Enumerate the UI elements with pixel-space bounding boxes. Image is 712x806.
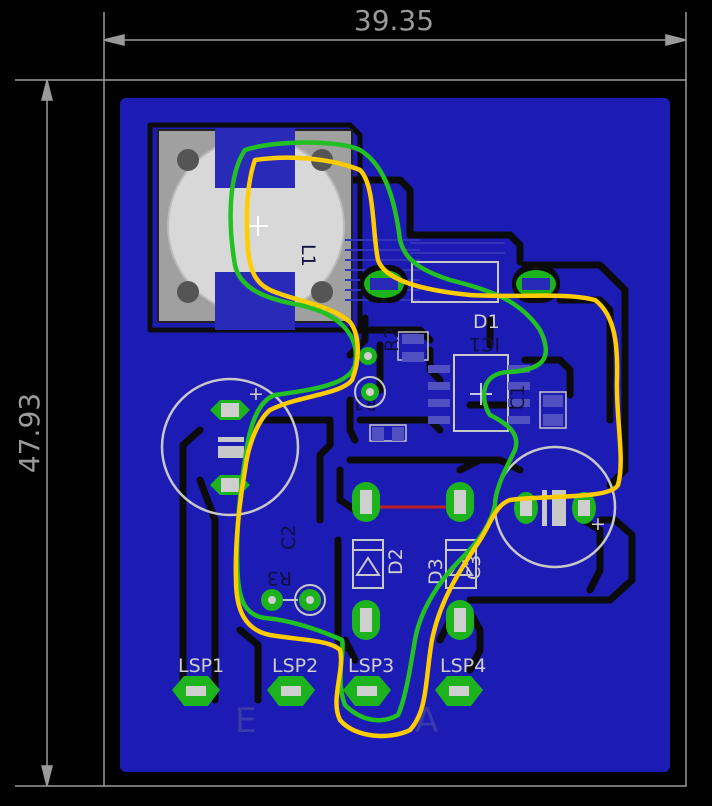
- label-d2: D2: [385, 548, 407, 575]
- label-r3: R3: [267, 567, 292, 589]
- via-near-r1: [354, 347, 386, 408]
- label-lsp1: LSP1: [178, 655, 224, 677]
- label-lsp3: LSP3: [348, 655, 394, 677]
- diode-d2: [352, 482, 384, 640]
- hatched-region: [345, 239, 505, 301]
- label-c2-plus: +: [248, 383, 264, 405]
- label-c3-plus: +: [590, 513, 606, 535]
- capacitor-c1: [539, 391, 567, 429]
- resistor-r2: [397, 331, 429, 362]
- label-c2: C2: [278, 525, 300, 550]
- board-outline: [103, 79, 687, 787]
- label-l1: L1: [297, 244, 319, 267]
- width-dimension-label: 39.35: [354, 4, 434, 37]
- yellow-outline: [233, 155, 623, 739]
- green-outline: [228, 140, 549, 723]
- height-dimension: [15, 79, 104, 787]
- width-dimension: [103, 12, 687, 80]
- label-lsp4: LSP4: [440, 655, 486, 677]
- resistor-r3: [261, 584, 326, 616]
- label-lsp2: LSP2: [272, 655, 318, 677]
- pad-lsp3: [343, 676, 391, 706]
- label-d1: D1: [473, 311, 500, 333]
- label-c1: C1: [507, 385, 529, 410]
- letter-e: E: [235, 701, 256, 741]
- label-ic1: IC1: [469, 333, 500, 355]
- pad-lsp4: [435, 676, 483, 706]
- height-dimension-label: 47.93: [13, 393, 46, 473]
- diode-d3: [445, 482, 477, 640]
- resistor-r1: [369, 424, 407, 442]
- pad-lsp1: [172, 676, 220, 706]
- label-r2: R2: [381, 327, 403, 352]
- pad-lsp2: [267, 676, 315, 706]
